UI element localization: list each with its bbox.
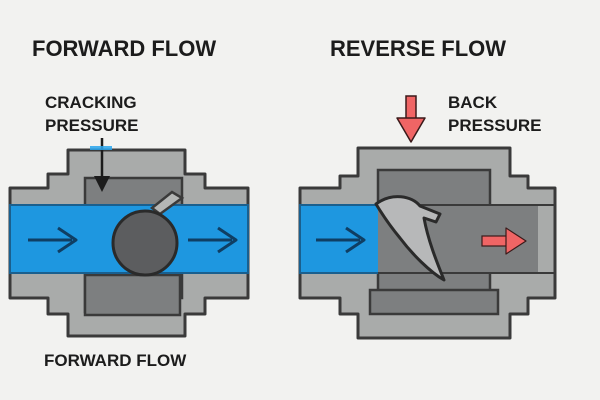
reverse-outlet-arrow <box>481 227 527 255</box>
forward-caption: FORWARD FLOW <box>44 351 187 370</box>
back-pressure-arrow <box>396 95 426 143</box>
forward-flow-panel: FORWARD FLOW CRACKING PRESSURE <box>8 36 250 370</box>
forward-title: FORWARD FLOW <box>32 36 216 61</box>
back-pressure-label-line1: BACK <box>448 93 498 112</box>
ball-icon <box>111 209 179 277</box>
forward-outlet-arrow <box>188 226 238 254</box>
back-pressure-label-line2: PRESSURE <box>448 116 542 135</box>
flap-icon <box>374 195 446 282</box>
cracking-pressure-label-line1: CRACKING <box>45 93 137 112</box>
reverse-title: REVERSE FLOW <box>330 36 506 61</box>
cracking-pressure-arrow <box>90 138 112 192</box>
reverse-flow-panel: REVERSE FLOW BACK PRESSURE <box>298 36 557 340</box>
cracking-pressure-label-line2: PRESSURE <box>45 116 139 135</box>
reverse-inlet-arrow <box>316 226 366 254</box>
forward-inlet-arrow <box>28 226 78 254</box>
